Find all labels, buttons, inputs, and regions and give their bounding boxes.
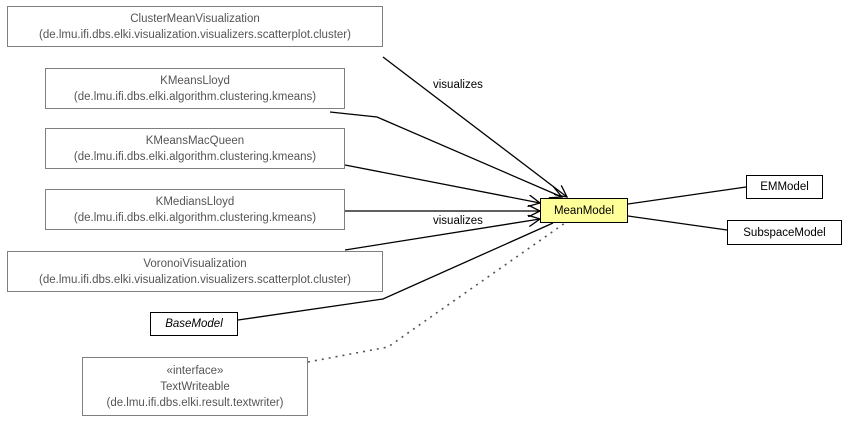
node-name: ClusterMeanVisualization — [130, 12, 260, 25]
node-name: BaseModel — [165, 318, 223, 330]
node-package: (de.lmu.ifi.dbs.elki.result.textwriter) — [106, 396, 284, 409]
node-name: KMeansMacQueen — [145, 134, 245, 147]
node-kmedians-lloyd[interactable]: KMediansLloyd (de.lmu.ifi.dbs.elki.algor… — [45, 189, 345, 230]
edge-mean-model-to-base-model — [237, 222, 554, 321]
node-text-writeable[interactable]: «interface» TextWriteable (de.lmu.ifi.db… — [82, 357, 308, 416]
edge-label-visualizes-top: visualizes — [433, 79, 483, 91]
node-mean-model[interactable]: MeanModel — [540, 198, 628, 223]
node-em-model[interactable]: EMModel — [746, 175, 823, 199]
node-package: (de.lmu.ifi.dbs.elki.algorithm.clusterin… — [73, 150, 317, 163]
node-package: (de.lmu.ifi.dbs.elki.algorithm.clusterin… — [73, 90, 317, 103]
node-base-model[interactable]: BaseModel — [150, 312, 238, 336]
node-name: EMModel — [760, 181, 809, 193]
edge-mean-model-to-em-model — [627, 186, 747, 205]
node-name: SubspaceModel — [743, 226, 826, 239]
node-kmeans-macqueen[interactable]: KMeansMacQueen (de.lmu.ifi.dbs.elki.algo… — [45, 128, 345, 169]
node-name: MeanModel — [553, 204, 615, 217]
node-name: TextWriteable — [160, 380, 230, 393]
edge-kmeans-lloyd-to-mean-model — [329, 111, 562, 197]
node-cluster-mean-visualization[interactable]: ClusterMeanVisualization (de.lmu.ifi.dbs… — [7, 6, 383, 47]
node-package: (de.lmu.ifi.dbs.elki.visualization.visua… — [39, 28, 351, 41]
node-kmeans-lloyd[interactable]: KMeansLloyd (de.lmu.ifi.dbs.elki.algorit… — [45, 68, 345, 109]
node-stereotype: «interface» — [166, 364, 224, 377]
node-package: (de.lmu.ifi.dbs.elki.visualization.visua… — [39, 273, 351, 286]
edge-mean-model-to-text-writeable — [307, 222, 566, 363]
node-name: KMediansLloyd — [155, 195, 235, 208]
node-name: KMeansLloyd — [160, 74, 230, 87]
node-voronoi-visualization[interactable]: VoronoiVisualization (de.lmu.ifi.dbs.elk… — [7, 251, 383, 292]
edge-kmeans-macqueen-to-mean-model — [344, 164, 540, 203]
edge-mean-model-to-subspace-model — [627, 215, 728, 231]
edge-voronoi-vis-to-mean-model — [344, 219, 540, 251]
edge-cluster-mean-vis-to-mean-model — [382, 56, 567, 197]
node-subspace-model[interactable]: SubspaceModel — [727, 220, 842, 245]
edge-label-visualizes-bottom: visualizes — [433, 215, 483, 227]
node-package: (de.lmu.ifi.dbs.elki.algorithm.clusterin… — [73, 211, 317, 224]
node-name: VoronoiVisualization — [143, 257, 247, 270]
